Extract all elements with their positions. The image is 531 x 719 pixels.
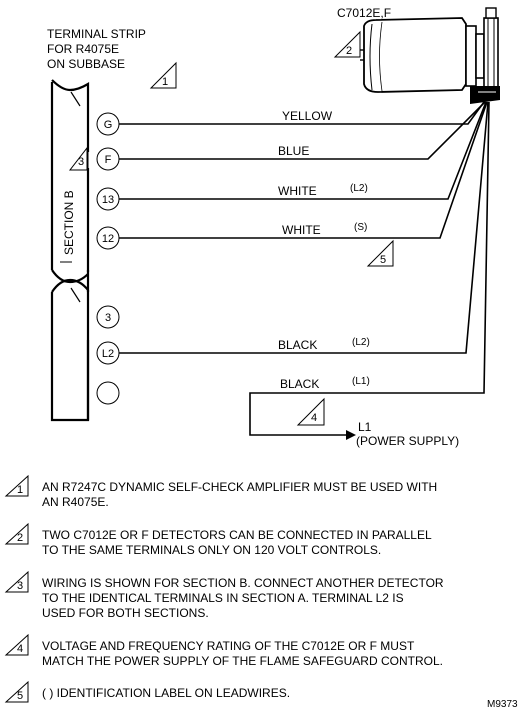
terminal-strip-label-line2: FOR R4075E [47, 42, 119, 56]
svg-text:3: 3 [78, 156, 84, 168]
flame-detector-c7012 [360, 7, 500, 104]
wire-blue [119, 101, 486, 160]
wire-black-l2 [119, 101, 489, 354]
terminal-13: 13 [96, 187, 120, 211]
svg-text:3: 3 [17, 580, 23, 592]
note-2-line-2: TO THE SAME TERMINALS ONLY ON 120 VOLT C… [42, 543, 382, 557]
drawing-code: M9373 [487, 699, 518, 710]
section-label: SECTION B [62, 190, 76, 255]
note-marker-triangle-3: 3 [68, 146, 88, 171]
note-3-marker: 3 [4, 570, 29, 593]
note-marker-triangle-2: 2 [333, 30, 361, 58]
terminal-strip-label-line1: TERMINAL STRIP [47, 27, 146, 41]
note-1-line-1: AN R7247C DYNAMIC SELF-CHECK AMPLIFIER M… [42, 480, 438, 494]
wire-label-white-1: WHITE [278, 184, 317, 198]
note-4-line-2: MATCH THE POWER SUPPLY OF THE FLAME SAFE… [42, 654, 443, 668]
note-5-line-1: ( ) IDENTIFICATION LABEL ON LEADWIRES. [42, 686, 291, 700]
svg-text:G: G [104, 119, 113, 131]
svg-text:F: F [105, 154, 112, 166]
wire-label-black-2: BLACK [280, 377, 319, 391]
note-1-line-2: AN R4075E. [42, 495, 109, 509]
terminal-l2: L2 [96, 341, 120, 365]
wire-black-l1 [249, 101, 490, 436]
svg-text:1: 1 [162, 76, 168, 88]
note-marker-triangle-4-power: 4 [296, 397, 325, 426]
svg-text:L2: L2 [102, 348, 114, 360]
svg-text:4: 4 [311, 412, 317, 424]
note-4-line-1: VOLTAGE AND FREQUENCY RATING OF THE C701… [42, 639, 415, 653]
terminal-f: F [96, 147, 120, 171]
svg-text:2: 2 [346, 45, 352, 57]
wire-white-l2 [119, 101, 487, 200]
wire-tag-white-2: (S) [354, 222, 367, 233]
note-2-line-1: TWO C7012E OR F DETECTORS CAN BE CONNECT… [42, 528, 432, 542]
svg-text:5: 5 [17, 690, 23, 702]
note-4-marker: 4 [4, 633, 29, 656]
svg-text:2: 2 [17, 532, 23, 544]
terminal-strip-label-line3: ON SUBBASE [47, 57, 125, 71]
svg-text:4: 4 [17, 643, 23, 655]
wire-tag-black-1: (L2) [352, 337, 370, 348]
wire-label-blue: BLUE [278, 144, 309, 158]
wire-label-yellow: YELLOW [282, 109, 333, 123]
power-l1-label: L1 [358, 420, 372, 434]
wire-label-black-1: BLACK [278, 338, 317, 352]
svg-text:3: 3 [105, 312, 111, 324]
svg-text:1: 1 [17, 484, 23, 496]
wire-tag-white-1: (L2) [350, 183, 368, 194]
detector-model-label: C7012E,F [337, 6, 391, 20]
note-marker-triangle-1: 1 [149, 61, 177, 89]
power-supply-label: (POWER SUPPLY) [356, 434, 459, 448]
wire-label-white-2: WHITE [282, 223, 321, 237]
svg-text:12: 12 [102, 233, 114, 245]
note-3-line-2: TO THE IDENTICAL TERMINALS IN SECTION A.… [42, 591, 404, 605]
note-3-line-3: USED FOR BOTH SECTIONS. [42, 606, 209, 620]
wire-white-s [119, 101, 488, 239]
svg-text:13: 13 [102, 194, 114, 206]
note-3-line-1: WIRING IS SHOWN FOR SECTION B. CONNECT A… [42, 576, 444, 590]
svg-text:5: 5 [380, 254, 386, 266]
power-arrow [346, 430, 356, 440]
note-5-marker: 5 [4, 680, 29, 703]
terminal-3: 3 [96, 305, 120, 329]
terminal-strip [50, 79, 90, 422]
wiring-diagram: TERMINAL STRIP FOR R4075E ON SUBBASE 1 C… [47, 6, 500, 448]
terminal-g: G [96, 112, 120, 136]
note-marker-triangle-5-wire: 5 [366, 239, 394, 267]
wire-tag-black-2: (L1) [352, 376, 370, 387]
terminal-blank [96, 381, 120, 405]
note-2-marker: 2 [4, 522, 29, 545]
note-1-marker: 1 [4, 474, 29, 497]
terminal-12: 12 [96, 226, 120, 250]
